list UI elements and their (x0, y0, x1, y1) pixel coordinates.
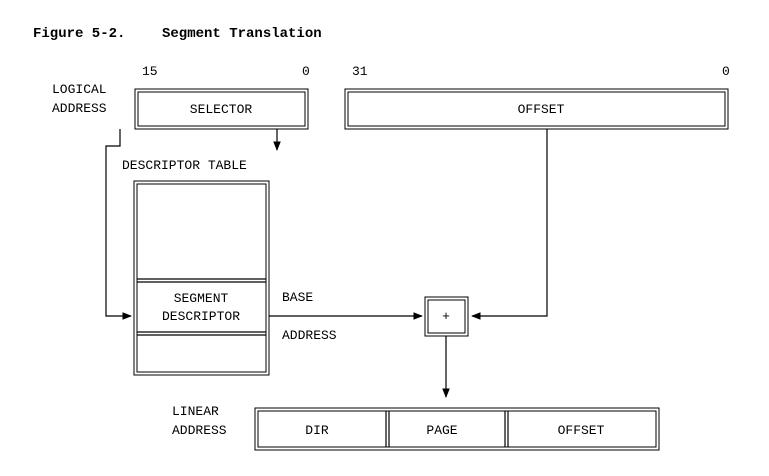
selector-index-arrow (105, 129, 132, 320)
adder-symbol: + (442, 309, 450, 324)
linear-address-label-line2: ADDRESS (172, 423, 227, 438)
offset-bit-high: 31 (352, 64, 368, 79)
logical-address-label-line2: ADDRESS (52, 101, 107, 116)
linear-field-dir: DIR (305, 423, 329, 438)
logical-offset-box: OFFSET (344, 88, 729, 130)
descriptor-table-label: DESCRIPTOR TABLE (122, 158, 247, 173)
selector-box: SELECTOR (134, 88, 309, 130)
linear-field-offset: OFFSET (558, 423, 605, 438)
segment-descriptor-line2: DESCRIPTOR (162, 309, 240, 324)
segment-descriptor-line1: SEGMENT (174, 291, 229, 306)
base-address-line1: BASE (282, 290, 313, 305)
logical-address-label-line1: LOGICAL (52, 82, 107, 97)
base-address-line2: ADDRESS (282, 328, 337, 343)
descriptor-table (133, 180, 270, 376)
selector-bit-high: 15 (142, 64, 158, 79)
selector-label: SELECTOR (190, 102, 253, 117)
linear-field-page: PAGE (426, 423, 457, 438)
logical-offset-label: OFFSET (518, 102, 565, 117)
selector-bit-low: 0 (302, 64, 310, 79)
figure-title: Segment Translation (162, 26, 322, 42)
offset-to-adder-arrow (471, 129, 548, 320)
linear-address-label-line1: LINEAR (172, 404, 219, 419)
figure-number: Figure 5-2. (33, 26, 125, 42)
adder-box: + (424, 296, 469, 337)
linear-address-box: DIR PAGE OFFSET (254, 407, 660, 451)
offset-bit-low: 0 (722, 64, 730, 79)
